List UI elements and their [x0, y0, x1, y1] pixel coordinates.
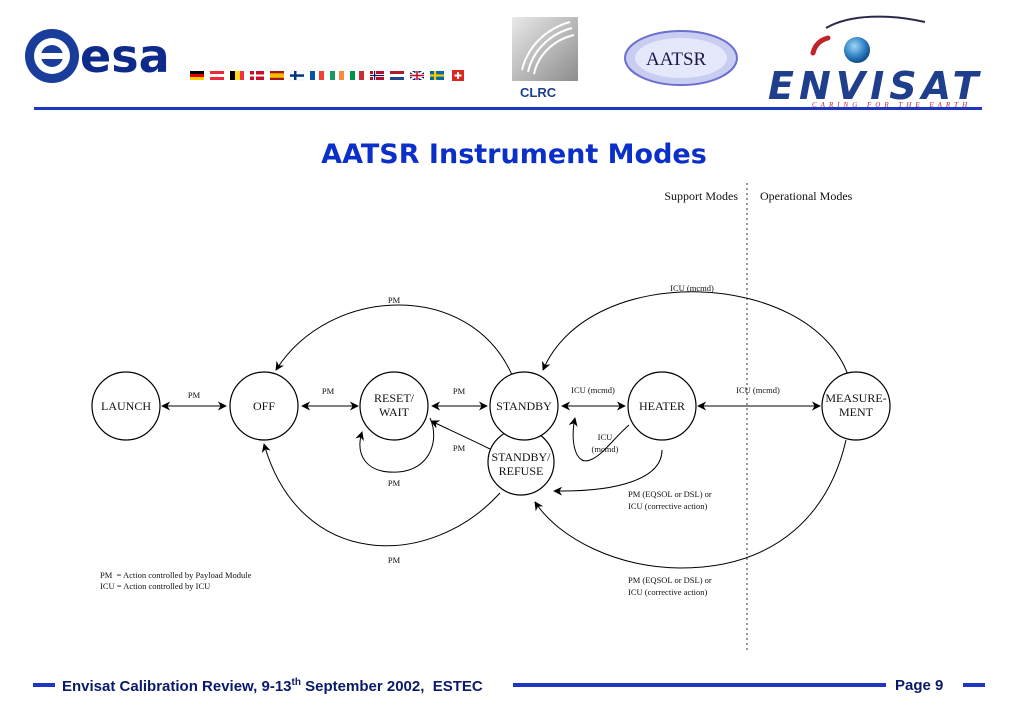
- header-rule: [34, 107, 982, 110]
- edge-label-heater-refuse-2: ICU (corrective action): [628, 501, 707, 511]
- node-reset-wait: RESET/ WAIT: [359, 371, 429, 441]
- svg-text:WAIT: WAIT: [379, 405, 410, 419]
- esa-logo: esa: [25, 29, 170, 83]
- globe-icon: [844, 37, 870, 63]
- flag-switzerland-icon: [452, 70, 464, 81]
- svg-text:STANDBY: STANDBY: [496, 399, 552, 413]
- flag-austria-icon: [210, 71, 224, 80]
- clrc-logo-text: CLRC: [520, 85, 557, 100]
- flag-uk-icon: [409, 70, 425, 81]
- envisat-logo-text: ENVISAT: [768, 64, 983, 108]
- flag-netherlands-icon: [390, 71, 404, 80]
- edge-label-off-reset: PM: [322, 386, 335, 396]
- edge-label-refuse-reset: PM: [453, 443, 466, 453]
- edge-label-standby-off: PM: [388, 295, 401, 305]
- flag-denmark-icon: [250, 71, 264, 80]
- slide-title: AATSR Instrument Modes: [321, 139, 707, 170]
- edge-label-heater-standby-icu-1: ICU: [598, 432, 613, 442]
- member-state-flags: [190, 70, 464, 81]
- edge-label-reset-standby: PM: [453, 386, 466, 396]
- edge-measurement-standby-top: [542, 291, 849, 376]
- svg-text:RESET/: RESET/: [374, 391, 415, 405]
- edge-refuse-reset: [430, 420, 491, 450]
- node-standby: STANDBY: [489, 371, 559, 441]
- flag-italy-icon: [350, 71, 364, 80]
- edge-measurement-refuse: [534, 439, 847, 569]
- edge-label-standby-heater: ICU (mcmd): [571, 385, 615, 395]
- svg-text:MEASURE-: MEASURE-: [825, 391, 886, 405]
- svg-text:HEATER: HEATER: [639, 399, 685, 413]
- edge-label-refuse-off: PM: [388, 555, 401, 565]
- footer-rule-middle: [513, 683, 886, 687]
- flag-finland-icon: [289, 70, 305, 81]
- edge-heater-standby-icu: [568, 417, 630, 462]
- flag-sweden-icon: [430, 71, 444, 80]
- edge-label-reset-self: PM: [388, 478, 401, 488]
- node-off: OFF: [229, 371, 299, 441]
- edge-label-heater-refuse-1: PM (EQSOL or DSL) or: [628, 489, 712, 499]
- node-measurement: MEASURE- MENT: [821, 371, 891, 441]
- footer-review-text: Envisat Calibration Review, 9-13th Septe…: [62, 677, 483, 695]
- edge-label-heater-measurement: ICU (mcmd): [736, 385, 780, 395]
- envisat-tagline: CARING FOR THE EARTH: [812, 101, 971, 109]
- operational-modes-label: Operational Modes: [760, 189, 853, 203]
- edge-heater-refuse: [553, 449, 663, 496]
- flag-france-icon: [310, 71, 324, 80]
- flag-norway-icon: [370, 71, 384, 80]
- edge-label-measurement-refuse-2: ICU (corrective action): [628, 587, 707, 597]
- aatsr-logo: AATSR: [624, 30, 738, 86]
- esa-logo-text: esa: [80, 29, 170, 83]
- mode-diagram: Support Modes Operational Modes LAUNCH O…: [91, 183, 891, 650]
- node-launch: LAUNCH: [91, 371, 161, 441]
- footer-rule-right: [963, 683, 985, 687]
- svg-text:MENT: MENT: [839, 405, 874, 419]
- footer-page-number: Page 9: [895, 677, 943, 694]
- svg-text:OFF: OFF: [253, 399, 275, 413]
- legend-icu: ICU = Action controlled by ICU: [100, 581, 210, 591]
- svg-text:STANDBY/: STANDBY/: [491, 450, 551, 464]
- edge-label-measurement-refuse-1: PM (EQSOL or DSL) or: [628, 575, 712, 585]
- edge-label-launch-off: PM: [188, 390, 201, 400]
- svg-text:REFUSE: REFUSE: [499, 464, 544, 478]
- svg-text:LAUNCH: LAUNCH: [101, 399, 151, 413]
- footer-rule-left: [33, 683, 55, 687]
- aatsr-logo-text: AATSR: [646, 49, 707, 70]
- edge-reset-self-loop: [355, 417, 435, 473]
- clrc-logo: CLRC: [512, 17, 578, 100]
- edge-label-measurement-standby: ICU (mcmd): [670, 283, 714, 293]
- flag-belgium-icon: [230, 71, 244, 80]
- edge-standby-off-top: [275, 304, 513, 376]
- edge-label-heater-standby-icu-2: (mcmd): [592, 444, 619, 454]
- flag-spain-icon: [270, 71, 284, 80]
- envisat-logo: ENVISAT CARING FOR THE EARTH: [768, 15, 983, 109]
- flag-ireland-icon: [330, 71, 344, 80]
- edge-refuse-off-bottom: [261, 443, 501, 547]
- support-modes-label: Support Modes: [664, 189, 738, 203]
- legend-pm: PM = Action controlled by Payload Module: [100, 570, 252, 580]
- footer: Envisat Calibration Review, 9-13th Septe…: [33, 677, 985, 695]
- flag-germany-icon: [190, 71, 204, 80]
- node-heater: HEATER: [627, 371, 697, 441]
